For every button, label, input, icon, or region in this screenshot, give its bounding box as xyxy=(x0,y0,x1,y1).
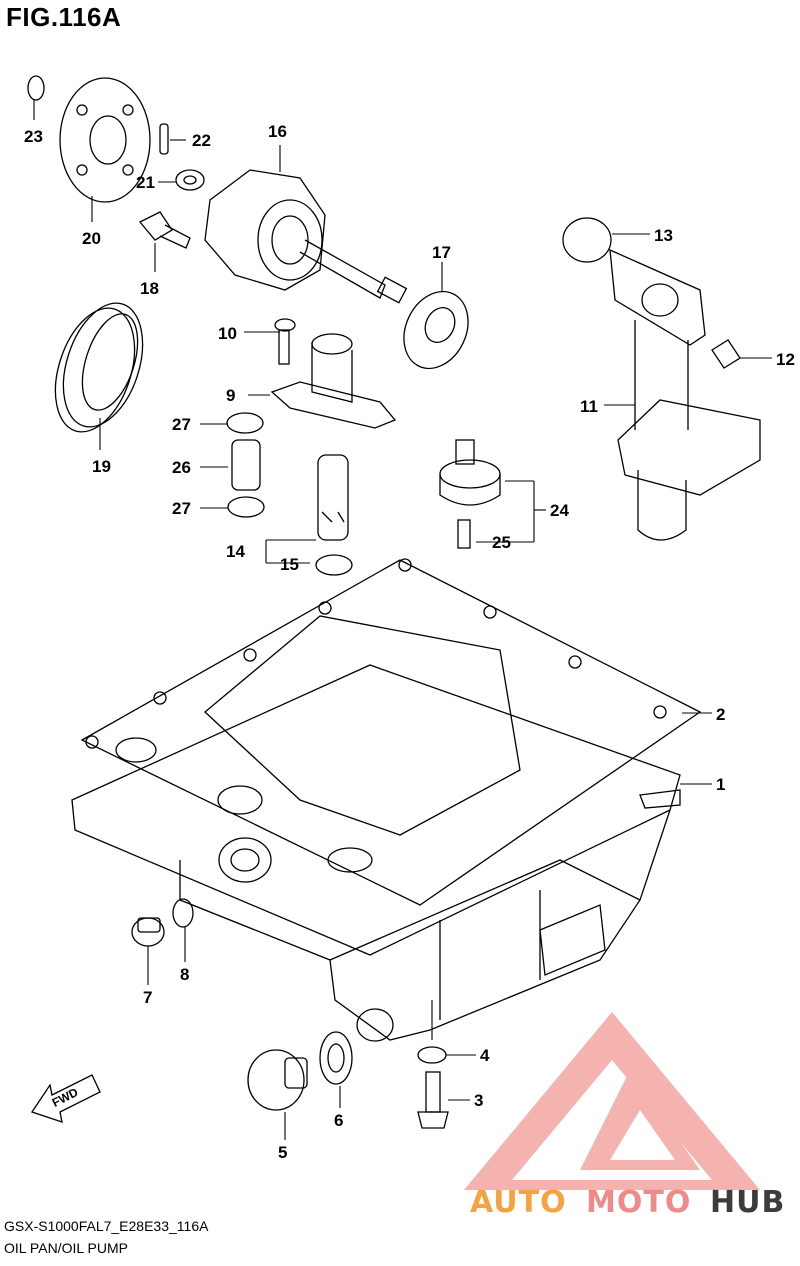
callout-22: 22 xyxy=(192,131,211,150)
callout-19: 19 xyxy=(92,457,111,476)
watermark-logo-icon xyxy=(464,1012,760,1190)
drain-plug-7 xyxy=(131,917,165,947)
callout-26: 26 xyxy=(172,458,191,477)
oil-pan xyxy=(71,664,681,1042)
watermark-hub: HUB xyxy=(710,1185,785,1220)
crank-gear xyxy=(54,302,144,433)
o-ring-27-top xyxy=(226,412,264,434)
callout-23: 23 xyxy=(24,127,43,146)
callout-18: 18 xyxy=(140,279,159,298)
oil-pan-gasket xyxy=(80,558,702,906)
bolt-18 xyxy=(138,211,191,249)
callout-10: 10 xyxy=(218,324,237,343)
oil-pipe-bracket xyxy=(270,333,397,429)
callout-16: 16 xyxy=(268,122,287,141)
callout-7: 7 xyxy=(143,988,152,1007)
callout-labels: 2 1 3 4 5 6 7 8 9 10 11 12 13 14 15 16 1… xyxy=(24,122,795,1162)
watermark-moto: MOTO xyxy=(586,1185,691,1220)
bolt-10 xyxy=(274,318,296,365)
leader-lines xyxy=(33,100,772,1140)
oil-pump-gear xyxy=(59,77,151,203)
washer-8 xyxy=(172,898,194,928)
o-ring-27-bottom xyxy=(227,496,265,518)
spacer-26 xyxy=(231,439,261,491)
callout-4: 4 xyxy=(480,1046,490,1065)
figure-subtitle: OIL PAN/OIL PUMP xyxy=(4,1240,128,1256)
callout-9: 9 xyxy=(226,386,235,405)
callout-11: 11 xyxy=(580,397,598,416)
callout-3: 3 xyxy=(474,1091,483,1110)
bolt-12 xyxy=(711,339,741,369)
callout-21: 21 xyxy=(136,173,155,192)
figure-title: FIG.116A xyxy=(6,2,122,32)
washer-21 xyxy=(175,169,205,191)
callout-17: 17 xyxy=(432,243,451,262)
pump-gasket xyxy=(403,290,469,370)
fwd-label: FWD xyxy=(50,1085,81,1110)
pin xyxy=(159,123,169,155)
circlip xyxy=(27,75,45,101)
oil-pump xyxy=(204,169,408,304)
fwd-arrow-icon: FWD xyxy=(30,1074,101,1123)
o-ring-13 xyxy=(562,217,612,263)
callout-24: 24 xyxy=(550,501,569,520)
watermark-auto: AUTO xyxy=(470,1185,567,1220)
callout-27-top: 27 xyxy=(172,415,191,434)
filler-pipe xyxy=(609,248,761,541)
gasket-6 xyxy=(319,1031,353,1085)
oil-pipe-14 xyxy=(317,454,349,541)
washer-4 xyxy=(417,1046,447,1064)
callout-5: 5 xyxy=(278,1143,287,1162)
bolt-3 xyxy=(417,1071,449,1129)
callout-8: 8 xyxy=(180,965,189,984)
callout-14: 14 xyxy=(226,542,245,561)
callout-27-bottom: 27 xyxy=(172,499,191,518)
drain-plug-5 xyxy=(247,1049,308,1111)
callout-12: 12 xyxy=(776,350,795,369)
callout-25: 25 xyxy=(492,533,511,552)
callout-13: 13 xyxy=(654,226,673,245)
bolt-25 xyxy=(457,519,471,549)
callout-20: 20 xyxy=(82,229,101,248)
o-ring-15 xyxy=(315,554,353,576)
callout-2: 2 xyxy=(716,705,725,724)
oil-pressure-switch xyxy=(439,439,501,506)
callout-1: 1 xyxy=(716,775,725,794)
watermark-text: AUTO MOTO HUB xyxy=(470,1185,785,1220)
callout-15: 15 xyxy=(280,555,299,574)
figure-code: GSX-S1000FAL7_E28E33_116A xyxy=(4,1218,209,1234)
callout-6: 6 xyxy=(334,1111,343,1130)
